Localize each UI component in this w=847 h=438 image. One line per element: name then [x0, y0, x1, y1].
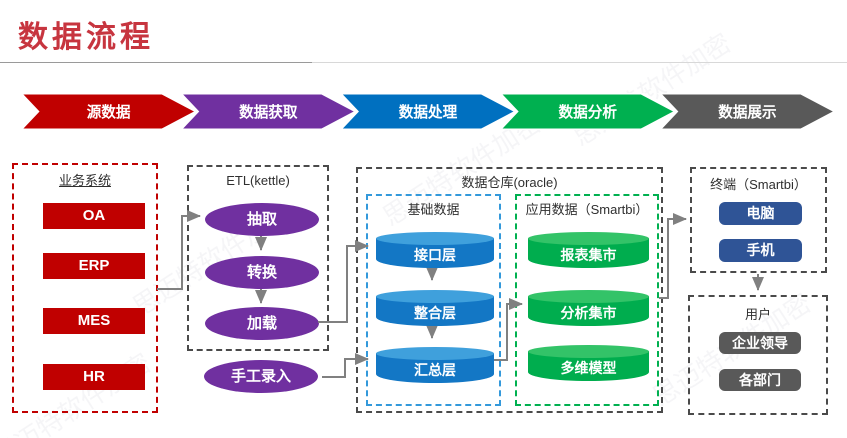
mart-analysis-label: 分析集市 [560, 305, 617, 321]
watermark-text: 思迈特软件加密 [567, 27, 737, 152]
users-box: 用户 企业领导 各部门 [688, 295, 828, 415]
arrow-warehouse-to-terminal [659, 213, 687, 299]
users-title: 用户 [744, 307, 771, 322]
flow-step-label-3: 数据处理 [399, 103, 458, 121]
layer-summary-cylinder: 汇总层 [376, 347, 494, 383]
flow-step-label-5: 数据展示 [718, 103, 777, 121]
app-data-title: 应用数据（Smartbi） [525, 202, 649, 217]
business-systems-title: 业务系统 [58, 173, 111, 188]
etl-step-extract: 抽取 [205, 203, 319, 236]
flow-step-label-2: 数据获取 [239, 103, 298, 121]
terminal-box: 终端（Smartbi） 电脑 手机 [690, 167, 827, 273]
business-systems-box: 业务系统 OA ERP MES HR [12, 163, 158, 413]
user-departments-node: 各部门 [719, 369, 801, 391]
base-data-box: 基础数据 接口层 整合层 汇总层 [366, 194, 501, 406]
terminal-title: 终端（Smartbi） [710, 177, 807, 192]
cylinder-top [528, 290, 649, 303]
mart-analysis-cylinder: 分析集市 [528, 290, 649, 326]
layer-interface-cylinder: 接口层 [376, 232, 494, 268]
flow-step-shape-4 [497, 93, 680, 130]
layer-summary-label: 汇总层 [414, 362, 456, 378]
process-flow-bar: 源数据 数据获取 数据处理 数据分析 数据展示 [20, 93, 838, 130]
etl-step-transform: 转换 [205, 256, 319, 289]
app-data-box: 应用数据（Smartbi） 报表集市 分析集市 多维模型 [515, 194, 659, 406]
etl-step-load: 加载 [205, 307, 319, 340]
system-node-mes: MES [43, 308, 145, 334]
flow-step-label-1: 源数据 [87, 103, 131, 121]
data-warehouse-box: 数据仓库(oracle) 基础数据 接口层 整合层 汇总层 应用数据（Smart… [356, 167, 663, 413]
layer-integration-label: 整合层 [414, 305, 456, 321]
mart-multidim-cylinder: 多维模型 [528, 345, 649, 381]
user-leaders-node: 企业领导 [719, 332, 801, 354]
terminal-phone-node: 手机 [719, 239, 802, 262]
title-divider-accent [0, 62, 312, 63]
cylinder-top [376, 232, 494, 245]
cylinder-top [376, 290, 494, 303]
system-node-oa: OA [43, 203, 145, 229]
page-title: 数据流程 [18, 21, 154, 54]
flow-step-shape-5 [656, 93, 838, 130]
mart-multidim-label: 多维模型 [560, 360, 617, 376]
data-warehouse-title: 数据仓库(oracle) [461, 175, 558, 190]
system-node-erp: ERP [43, 253, 145, 279]
cylinder-top [528, 232, 649, 245]
flow-step-shape-2 [177, 93, 361, 130]
etl-box: ETL(kettle) 抽取 转换 加载 [187, 165, 329, 351]
flow-step-shape-1 [20, 93, 201, 130]
layer-interface-label: 接口层 [414, 247, 456, 263]
mart-report-label: 报表集市 [560, 247, 617, 263]
cylinder-top [528, 345, 649, 358]
flow-step-label-4: 数据分析 [559, 103, 618, 121]
title-divider [0, 62, 847, 63]
cylinder-top [376, 347, 494, 360]
flow-step-shape-3 [337, 93, 520, 130]
mart-report-cylinder: 报表集市 [528, 232, 649, 268]
system-node-hr: HR [43, 364, 145, 390]
base-data-title: 基础数据 [407, 202, 460, 217]
terminal-pc-node: 电脑 [719, 202, 802, 225]
manual-entry-node: 手工录入 [204, 360, 318, 393]
layer-integration-cylinder: 整合层 [376, 290, 494, 326]
etl-title: ETL(kettle) [226, 173, 290, 188]
